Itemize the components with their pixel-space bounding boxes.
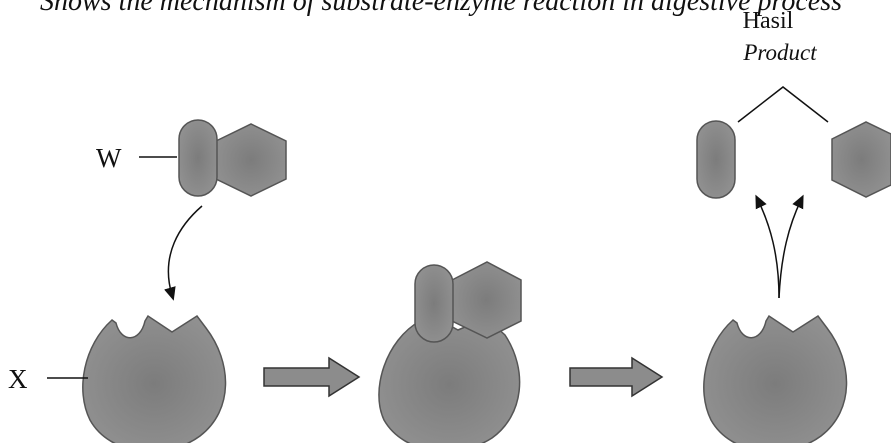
product-bracket xyxy=(737,86,829,123)
product-capsule xyxy=(696,120,736,199)
caption: Shows the mechanism of substrate-enzyme … xyxy=(40,0,843,17)
substrate-w xyxy=(178,119,287,197)
label-product-english: Product xyxy=(742,40,817,65)
process-arrow-1 xyxy=(263,356,361,398)
split-arrow-right xyxy=(778,194,804,299)
split-arrow-left xyxy=(755,194,780,299)
label-x: X xyxy=(8,364,28,394)
enzyme-complex xyxy=(378,317,521,443)
product-hexagon xyxy=(831,121,891,198)
label-w: W xyxy=(96,143,122,173)
complex-capsule xyxy=(414,264,454,343)
label-product-malay: Hasil xyxy=(743,8,794,34)
substrate-capsule xyxy=(178,119,218,197)
curved-arrow-down xyxy=(164,205,203,301)
enzyme-x xyxy=(82,314,227,443)
substrate-hexagon xyxy=(215,123,287,197)
enzyme-released xyxy=(703,314,848,443)
process-arrow-2 xyxy=(569,356,664,398)
complex-hexagon xyxy=(451,261,522,339)
